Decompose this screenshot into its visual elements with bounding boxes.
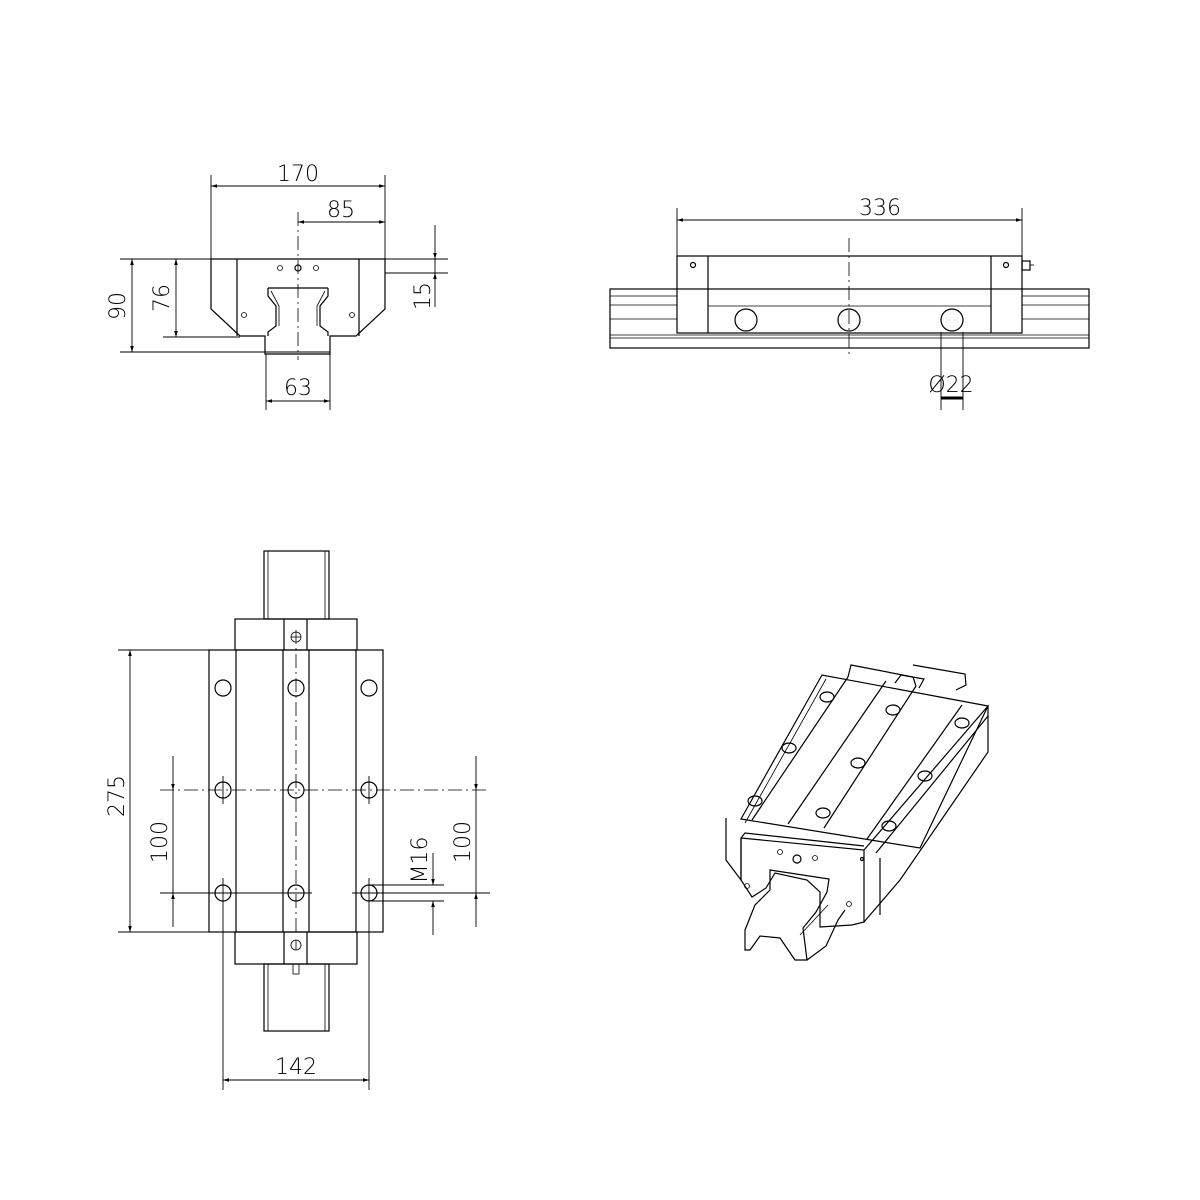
dim-half-width: 85 [327, 198, 355, 223]
dim-body-length: 275 [105, 775, 130, 817]
isometric-view [725, 664, 989, 961]
dim-carriage-length: 336 [859, 196, 901, 221]
dim-carriage-height: 76 [150, 284, 175, 312]
dim-hole-pitch-left: 100 [148, 821, 173, 863]
top-view: 275 100 100 M16 142 [105, 550, 490, 1090]
dim-hole-spacing-width: 142 [275, 1055, 317, 1080]
dim-thread-size: M16 [408, 837, 433, 884]
dim-overall-height: 90 [106, 292, 131, 320]
dim-overall-width: 170 [277, 162, 319, 187]
dim-hole-pitch-right: 100 [451, 821, 476, 863]
front-view: 170 85 90 76 15 63 [106, 162, 448, 410]
dim-hole-diameter: Ø22 [928, 373, 973, 398]
dim-rail-width: 63 [284, 376, 312, 401]
side-view: 336 Ø22 [609, 196, 1090, 410]
dim-flange-thickness: 15 [411, 282, 436, 310]
